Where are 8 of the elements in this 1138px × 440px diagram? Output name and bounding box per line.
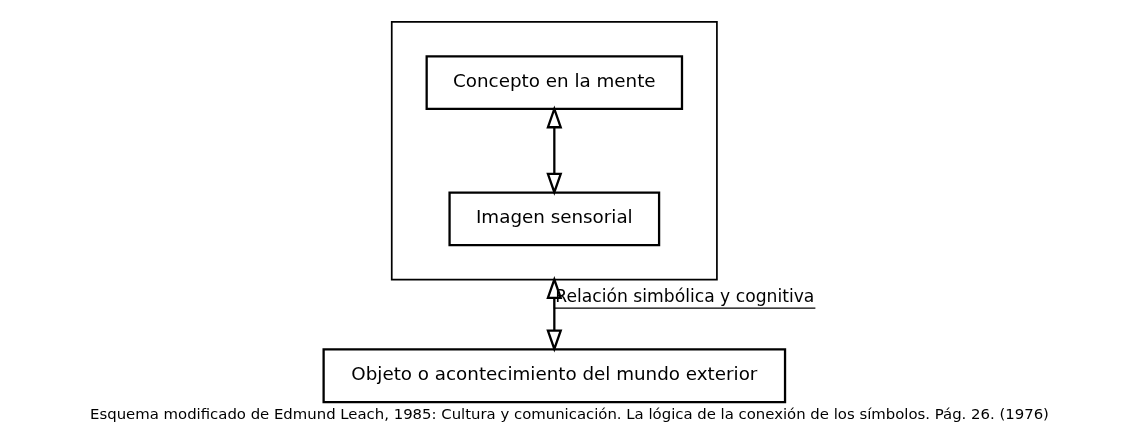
caption: Esquema modificado de Edmund Leach, 1985: Cultura y comunicación. La lógica de la conexión de los símbolos. Pág. 26. (1976)	[89, 404, 1049, 423]
edge-label: Relación simbólica y cognitiva	[554, 286, 814, 307]
arrow	[545, 276, 816, 353]
arrow	[545, 105, 562, 196]
node-box: Concepto en la mente	[425, 55, 683, 111]
cluster	[390, 21, 718, 281]
node-box: Imagen sensorial	[447, 191, 660, 247]
node-box: Objeto o acontecimiento del mundo exterior	[321, 348, 786, 404]
